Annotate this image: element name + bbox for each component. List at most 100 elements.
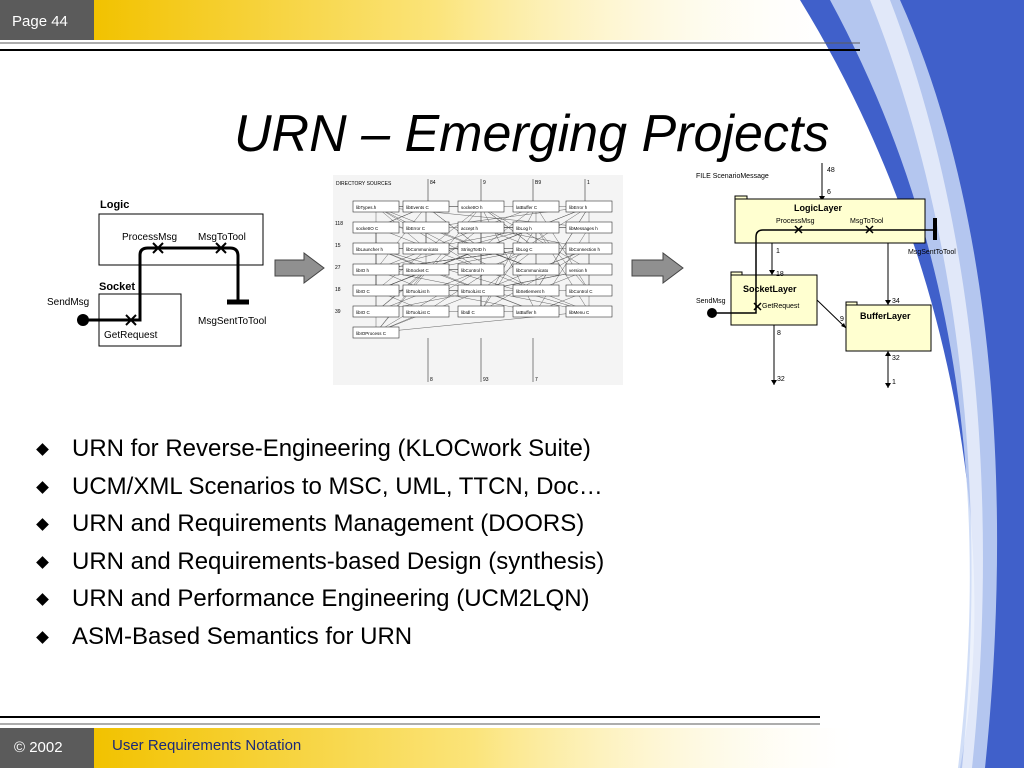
right-responsibility-x xyxy=(753,225,874,311)
footer-title: User Requirements Notation xyxy=(112,737,302,754)
bullet-item: ASM-Based Semantics for URN xyxy=(34,618,604,656)
dependency-edge xyxy=(375,206,482,270)
module-box: libCommunicato xyxy=(402,242,450,255)
dependency-edge xyxy=(375,269,482,333)
diamond-bullet-icon xyxy=(36,631,49,644)
page-number-badge: Page 44 xyxy=(0,0,94,40)
right-start-point xyxy=(707,308,717,318)
module-box: version h xyxy=(565,263,613,276)
right-msg-sent-to-tool: MsgSentToTool xyxy=(908,249,956,256)
socket-layer-tab xyxy=(730,271,743,275)
diamond-bullet-icon xyxy=(36,593,49,607)
module-label: socketIO h xyxy=(461,205,483,210)
module-box: libConnection h xyxy=(565,242,613,255)
buffer-layer-tab xyxy=(845,301,858,305)
dependency-edge xyxy=(480,248,537,291)
module-label: latBuffer C xyxy=(516,205,538,210)
module-box: libIO C xyxy=(352,284,400,297)
bullet-item: UCM/XML Scenarios to MSC, UML, TTCN, Doc… xyxy=(34,468,604,506)
msg-sent-to-tool-label: MsgSentToTool xyxy=(198,316,266,327)
module-box: libMenu C xyxy=(565,305,613,318)
right-get-request: GetRequest xyxy=(762,303,799,310)
module-box: libLog h xyxy=(512,221,560,234)
ucm-path xyxy=(83,246,240,322)
socket-layer-label: SocketLayer xyxy=(743,284,797,294)
logic-component xyxy=(98,213,264,266)
directory-sources-label: DIRECTORY SOURCES xyxy=(336,181,392,187)
transform-arrow-2 xyxy=(631,252,684,284)
diamond-bullet-icon xyxy=(36,518,49,532)
dependency-edge xyxy=(375,269,427,333)
module-box: libIO C xyxy=(352,305,400,318)
buffer-layer-box xyxy=(845,304,932,352)
slide-title: URN – Emerging Projects xyxy=(234,105,830,163)
module-label: libIO h xyxy=(356,268,370,273)
module-box: libEvents C xyxy=(402,200,450,213)
right-process-msg: ProcessMsg xyxy=(776,218,815,225)
footer-band xyxy=(94,728,854,768)
edge-count-label: 7 xyxy=(535,377,538,383)
module-box: libToolList C xyxy=(402,305,450,318)
module-label: libIO C xyxy=(356,289,371,294)
num-32a: 32 xyxy=(777,376,785,383)
msg-to-tool-label: MsgToTool xyxy=(198,232,246,243)
module-label: StringToID h xyxy=(461,247,486,252)
module-label: libLog h xyxy=(516,226,532,231)
module-label: libEvents C xyxy=(406,205,430,210)
socket-layer-box xyxy=(730,274,818,326)
module-box: StringToID h xyxy=(457,242,505,255)
num-1b: 1 xyxy=(892,379,896,386)
num-18: 18 xyxy=(776,271,784,278)
module-label: socketIO C xyxy=(356,226,379,231)
edge-count-label: 118 xyxy=(335,221,343,227)
socket-label: Socket xyxy=(99,281,135,293)
num-9: 9 xyxy=(840,316,844,323)
dependency-graph: DIRECTORY SOURCES libTypes.h libEvents C s… xyxy=(333,175,623,385)
module-box: libError h xyxy=(565,200,613,213)
module-label: libLauncher h xyxy=(356,247,384,252)
module-box: libIOProcess C xyxy=(352,326,400,339)
diamond-bullet-icon xyxy=(36,480,49,494)
module-label: libControl h xyxy=(461,268,484,273)
edge-count-label: 84 xyxy=(430,180,436,186)
module-box: libControl C xyxy=(565,284,613,297)
module-box: libLog C xyxy=(512,242,560,255)
module-label: libToolList C xyxy=(406,310,431,315)
logic-layer-label: LogicLayer xyxy=(794,203,843,213)
module-box: libToolList h xyxy=(402,284,450,297)
module-label: libIdl C xyxy=(461,310,476,315)
ucm-diagram-right: FILE ScenarioMessage 48 6 LogicLayer Pro… xyxy=(696,163,956,388)
bullet-list: URN for Reverse-Engineering (KLOCwork Su… xyxy=(34,430,604,656)
module-label: libError h xyxy=(569,205,588,210)
edge-count-label: 39 xyxy=(335,309,341,315)
dependency-edge xyxy=(375,206,427,270)
module-box: libIO h xyxy=(352,263,400,276)
module-box: libTypes.h xyxy=(352,200,400,213)
module-box: libSetlement h xyxy=(512,284,560,297)
module-label: libSetlement h xyxy=(516,289,545,294)
dependency-edge xyxy=(375,248,590,312)
blue-swoosh-inner xyxy=(830,0,998,768)
module-label: accept h xyxy=(461,226,479,231)
diamond-bullet-icon xyxy=(36,555,49,569)
dependency-edge xyxy=(535,227,590,312)
dependency-edge xyxy=(480,206,537,249)
responsibility-x xyxy=(125,242,227,326)
ucm-diagram-left: Logic ProcessMsg MsgToTool Socket SendMs… xyxy=(47,199,266,347)
transform-arrow-1 xyxy=(274,252,325,284)
module-label: libError C xyxy=(406,226,426,231)
num-6: 6 xyxy=(827,189,831,196)
right-msg-to-tool: MsgToTool xyxy=(850,218,884,225)
header-band xyxy=(94,0,854,40)
bullet-item: URN and Requirements-based Design (synth… xyxy=(34,543,604,581)
module-label: libConnection h xyxy=(569,247,601,252)
module-label: libMessages h xyxy=(569,226,598,231)
edge-count-label: 15 xyxy=(335,243,341,249)
module-box: libIdl C xyxy=(457,305,505,318)
bullet-item: URN for Reverse-Engineering (KLOCwork Su… xyxy=(34,430,604,468)
dependency-edge xyxy=(375,269,427,312)
module-box: accept h xyxy=(457,221,505,234)
module-box: libError C xyxy=(402,221,450,234)
module-label: libToolList h xyxy=(406,289,430,294)
dependency-edge xyxy=(375,248,537,312)
